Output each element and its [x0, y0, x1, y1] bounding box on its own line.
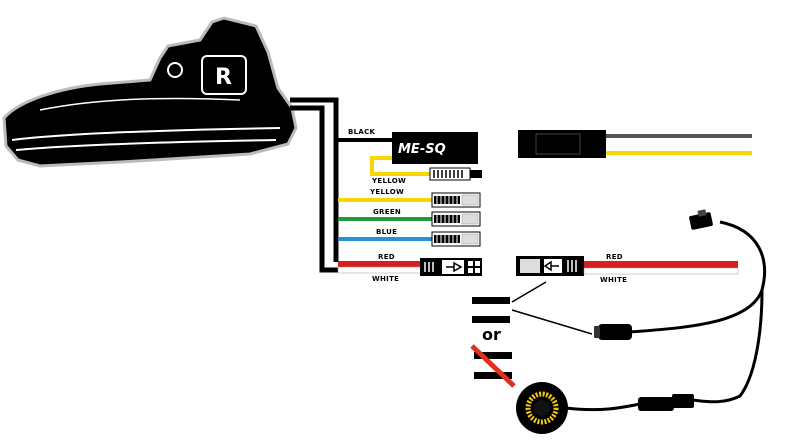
cross-out-line — [470, 344, 516, 388]
yellow-label: YELLOW — [369, 188, 404, 196]
option-bars: or — [470, 281, 593, 388]
module-tail — [518, 130, 752, 158]
green-label: GREEN — [373, 208, 401, 216]
connector-icon — [431, 192, 481, 208]
arrow-left-icon — [543, 260, 559, 272]
white-label-right: WHITE — [600, 276, 627, 284]
connector-icon — [431, 211, 481, 227]
screw-hole — [167, 62, 183, 78]
connector-icon — [516, 256, 584, 276]
white-label-left: WHITE — [372, 275, 399, 283]
black-wire-label: BLACK — [348, 128, 376, 136]
module-box-icon: ME-SQ — [392, 132, 478, 164]
red-label-right: RED — [606, 253, 623, 261]
main-harness — [290, 97, 340, 273]
yellow-wire: YELLOW — [338, 188, 481, 208]
yellow-wire-top: YELLOW — [370, 156, 482, 185]
module-logo: ME-SQ — [398, 142, 446, 157]
switch-body-icon: R — [2, 16, 298, 168]
connector-icon — [429, 167, 482, 181]
blue-wire: BLUE — [338, 228, 481, 247]
red-white-pair-left: RED WHITE — [337, 253, 482, 283]
yellow-top-label: YELLOW — [371, 177, 406, 185]
y-cable-icon — [594, 209, 767, 408]
green-wire: GREEN — [338, 208, 481, 227]
red-white-pair-right: RED WHITE — [516, 253, 739, 284]
red-label-left: RED — [378, 253, 395, 261]
arrow-right-icon — [446, 261, 463, 273]
connector-icon — [420, 258, 482, 276]
round-sensor-icon — [516, 382, 674, 434]
r-button — [201, 55, 247, 95]
r-button-label: R — [215, 65, 232, 90]
connector-icon — [431, 231, 481, 247]
black-wire: BLACK — [336, 128, 395, 142]
or-label: or — [482, 325, 501, 344]
blue-label: BLUE — [376, 228, 397, 236]
